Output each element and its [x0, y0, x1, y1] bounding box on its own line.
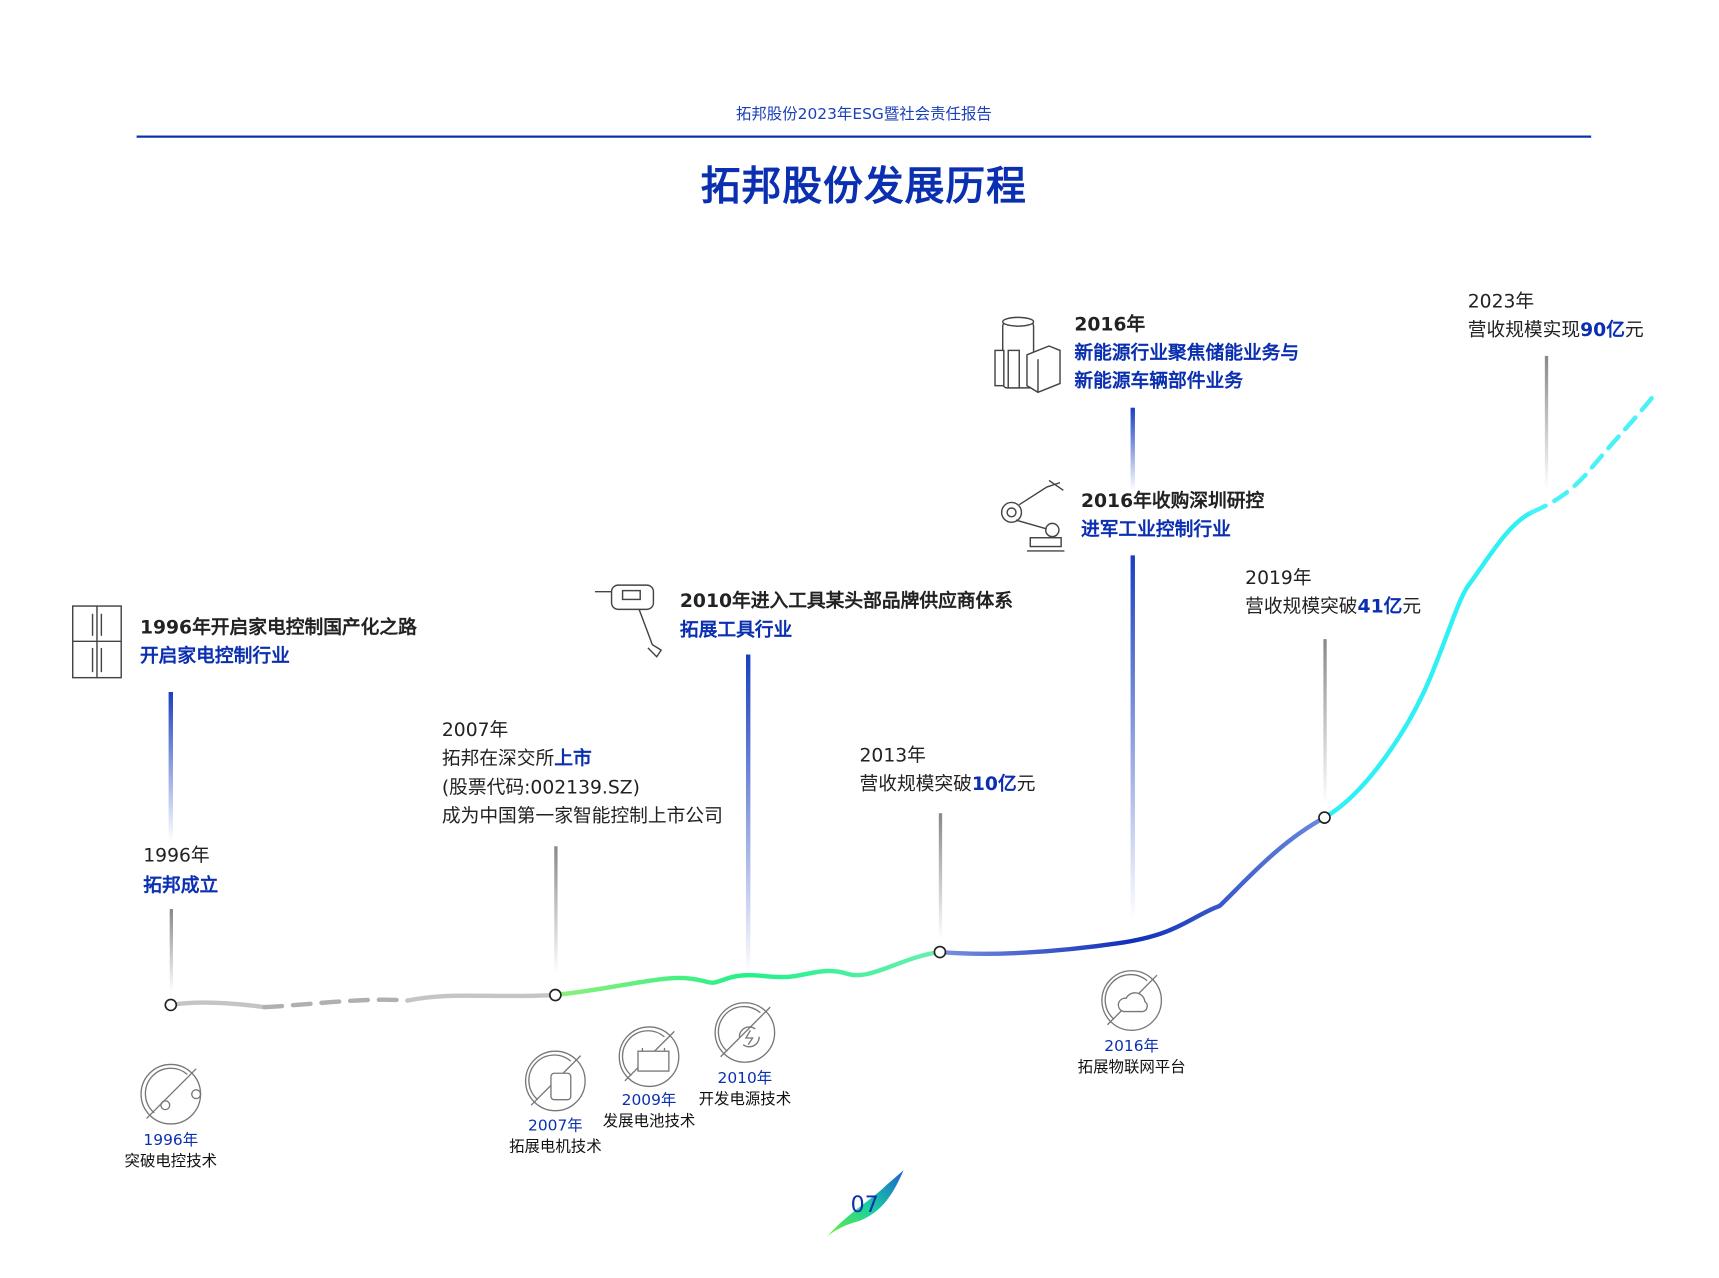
motor-icon: [524, 1050, 586, 1112]
event-1996-title: 1996年开启家电控制国产化之路: [139, 617, 417, 640]
milestone-2019-value: 41亿: [1357, 596, 1403, 619]
milestone-2023: 2023年 营收规模实现90亿元: [1468, 288, 1644, 345]
battery-cells-icon: [994, 316, 1061, 394]
control-chip-icon: [140, 1063, 202, 1125]
connector-lines: [168, 355, 1549, 992]
tech-year: 2016年: [1104, 1037, 1159, 1056]
milestone-2019-text: 营收规模突破: [1245, 596, 1358, 619]
tech-1996: 1996年突破电控技术: [94, 1131, 248, 1173]
milestone-1996-year: 1996年: [143, 845, 210, 868]
milestone-2007: 2007年 拓邦在深交所上市 (股票代码:002139.SZ) 成为中国第一家智…: [442, 716, 723, 831]
robot-arm-icon: [1000, 479, 1065, 552]
event-2016-energy-line3: 新能源车辆部件业务: [1074, 370, 1243, 393]
event-1996-subtitle: 开启家电控制行业: [139, 645, 290, 668]
event-2016-energy-title: 2016年: [1074, 314, 1146, 337]
battery-icon: [618, 1026, 680, 1088]
milestone-2013-year: 2013年: [859, 744, 926, 767]
milestone-2023-text: 营收规模实现: [1467, 319, 1581, 342]
report-header: 拓邦股份2023年ESG暨社会责任报告: [735, 105, 992, 124]
milestone-2007-line4: 成为中国第一家智能控制上市公司: [441, 805, 723, 828]
event-2010-subtitle: 拓展工具行业: [679, 619, 793, 642]
tech-label: 拓展物联网平台: [1077, 1058, 1186, 1077]
timeline-nodes: [164, 811, 1331, 1012]
tech-icons: [140, 970, 1163, 1125]
milestone-2019: 2019年 营收规模突破41亿元: [1245, 564, 1421, 621]
event-2010-title: 2010年进入工具某头部品牌供应商体系: [679, 590, 1014, 613]
milestone-2019-year: 2019年: [1245, 567, 1312, 590]
event-2016-energy-line2: 新能源行业聚焦储能业务与: [1074, 342, 1300, 365]
tech-year: 2009年: [621, 1091, 677, 1110]
cloud-icon: [1101, 970, 1163, 1031]
tech-label: 开发电源技术: [698, 1090, 792, 1109]
milestone-2019-unit: 元: [1402, 596, 1422, 619]
tech-year: 2007年: [527, 1117, 583, 1135]
tech-label: 突破电控技术: [124, 1152, 218, 1171]
tech-2010: 2010年开发电源技术: [668, 1069, 822, 1111]
tech-label: 发展电池技术: [602, 1112, 696, 1131]
event-2016-acquisition-subtitle: 进军工业控制行业: [1080, 518, 1231, 542]
milestone-2007-year: 2007年: [441, 719, 509, 742]
power-cycle-icon: [714, 1002, 776, 1063]
refrigerator-icon: [72, 605, 122, 679]
page-number: 07: [850, 1191, 879, 1218]
milestone-2023-unit: 元: [1624, 319, 1644, 342]
page-title: 拓邦股份发展历程: [700, 164, 1027, 210]
tech-year: 1996年: [143, 1131, 199, 1150]
tech-2016: 2016年拓展物联网平台: [1055, 1037, 1209, 1079]
milestone-2023-year: 2023年: [1467, 290, 1535, 313]
milestone-2013-unit: 元: [1016, 773, 1036, 796]
milestone-2023-value: 90亿: [1580, 319, 1625, 342]
tech-year: 2010年: [717, 1069, 773, 1088]
power-drill-icon: [595, 584, 663, 658]
header-divider: [136, 135, 1592, 138]
leaf-decoration: [826, 1170, 904, 1238]
tech-2007: 2007年拓展电机技术: [478, 1116, 632, 1158]
milestone-2013-value: 10亿: [971, 773, 1017, 796]
milestone-2007-stock-code: (股票代码:002139.SZ): [441, 776, 640, 799]
growth-curve: [168, 394, 1656, 1010]
tech-label: 拓展电机技术: [509, 1138, 602, 1156]
milestone-1996-text: 拓邦成立: [143, 874, 219, 897]
milestone-2013: 2013年 营收规模突破10亿元: [859, 742, 1035, 799]
milestone-2007-text: 拓邦在深交所: [441, 748, 555, 771]
milestone-2007-highlight: 上市: [554, 748, 592, 771]
event-2016-acquisition-title: 2016年收购深圳研控: [1080, 490, 1265, 513]
milestone-2013-text: 营收规模突破: [859, 773, 972, 796]
tech-2009: 2009年发展电池技术: [572, 1091, 726, 1133]
